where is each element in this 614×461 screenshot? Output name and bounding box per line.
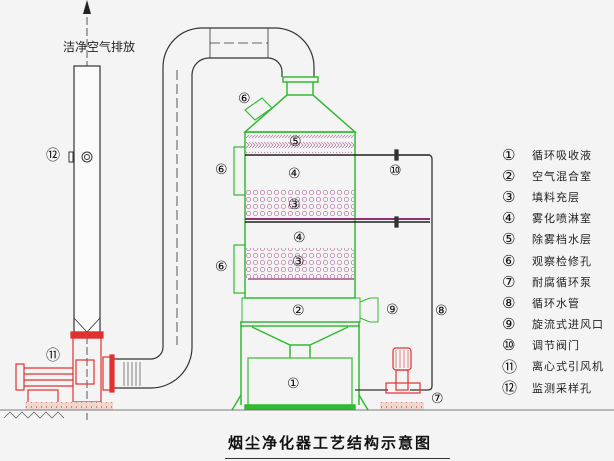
legend-item: ⑧ 循环水管 <box>502 292 604 313</box>
legend-number: ⑩ <box>502 336 516 355</box>
legend: ① 循环吸收液 ② 空气混合室 ③ 填料充层 ④ 雾化喷淋室 ⑤ 除雾档水层 ⑥ 观察检修孔… <box>502 144 604 398</box>
legend-label: 除雾档水层 <box>532 233 592 247</box>
diagram-title: 烟尘净化器工艺结构示意图 <box>228 434 433 452</box>
legend-number: ① <box>502 145 516 164</box>
legend-number: ⑧ <box>502 293 516 312</box>
callout-8: ⑧ <box>435 303 448 319</box>
valve-icon <box>394 216 399 228</box>
legend-item: ④ 雾化喷淋室 <box>502 208 604 229</box>
legend-label: 循环吸收液 <box>532 148 592 162</box>
legend-number: ⑫ <box>502 379 518 398</box>
legend-label: 填料充层 <box>532 190 580 204</box>
callout-9: ⑨ <box>386 302 399 318</box>
legend-number: ⑦ <box>502 272 516 291</box>
legend-item: ⑥ 观察检修孔 <box>502 250 604 271</box>
legend-item: ① 循环吸收液 <box>502 144 604 165</box>
centrifugal-fan <box>15 331 115 410</box>
legend-item: ⑫ 监测采样孔 <box>502 377 604 398</box>
callout-12: ⑫ <box>46 148 60 164</box>
legend-label: 旋流式进风口 <box>532 318 604 332</box>
callout-11: ⑪ <box>46 348 60 364</box>
legend-label: 循环水管 <box>532 296 580 310</box>
legend-label: 离心式引风机 <box>532 360 604 374</box>
legend-number: ④ <box>502 209 516 228</box>
valve-icon <box>394 149 399 161</box>
sampling-port-icon <box>81 151 93 163</box>
legend-number: ③ <box>502 187 516 206</box>
legend-label: 调节阀门 <box>532 339 580 353</box>
callout-5: ⑤ <box>289 134 302 150</box>
legend-label: 监测采样孔 <box>532 381 592 395</box>
callout-7: ⑦ <box>431 391 444 407</box>
legend-item: ③ 填料充层 <box>502 186 604 207</box>
legend-label: 空气混合室 <box>532 169 592 183</box>
legend-label: 雾化喷淋室 <box>532 212 592 226</box>
legend-number: ⑥ <box>502 251 516 270</box>
exhaust-stack <box>68 0 101 420</box>
legend-label: 观察检修孔 <box>532 254 592 268</box>
legend-number: ⑪ <box>502 357 518 376</box>
callout-6: ⑥ <box>238 91 251 107</box>
callout-4: ④ <box>293 230 306 246</box>
circulation-pump <box>380 347 424 410</box>
callout-4: ④ <box>288 166 301 182</box>
legend-item: ⑪ 离心式引风机 <box>502 356 604 377</box>
exhaust-arrow-icon <box>83 0 91 14</box>
callout-3: ③ <box>288 197 301 213</box>
scrubber-tower <box>231 76 430 411</box>
ground-line <box>0 409 614 419</box>
circulation-pipe <box>355 149 433 391</box>
connecting-duct <box>114 27 315 389</box>
legend-number: ② <box>502 166 516 185</box>
legend-item: ⑤ 除雾档水层 <box>502 229 604 250</box>
legend-item: ⑩ 调节阀门 <box>502 335 604 356</box>
legend-number: ⑨ <box>502 315 516 334</box>
callout-2: ② <box>292 303 305 319</box>
callout-3: ③ <box>292 254 305 270</box>
exhaust-label: 洁净空气排放 <box>63 40 136 54</box>
callout-6: ⑥ <box>215 259 228 275</box>
legend-item: ⑦ 耐腐循环泵 <box>502 271 604 292</box>
title-underline <box>225 458 450 459</box>
callout-10: ⑩ <box>389 163 402 179</box>
legend-item: ② 空气混合室 <box>502 165 604 186</box>
legend-number: ⑤ <box>502 230 516 249</box>
callout-1: ① <box>287 376 300 392</box>
legend-item: ⑨ 旋流式进风口 <box>502 314 604 335</box>
legend-label: 耐腐循环泵 <box>532 275 592 289</box>
callout-6: ⑥ <box>215 162 228 178</box>
